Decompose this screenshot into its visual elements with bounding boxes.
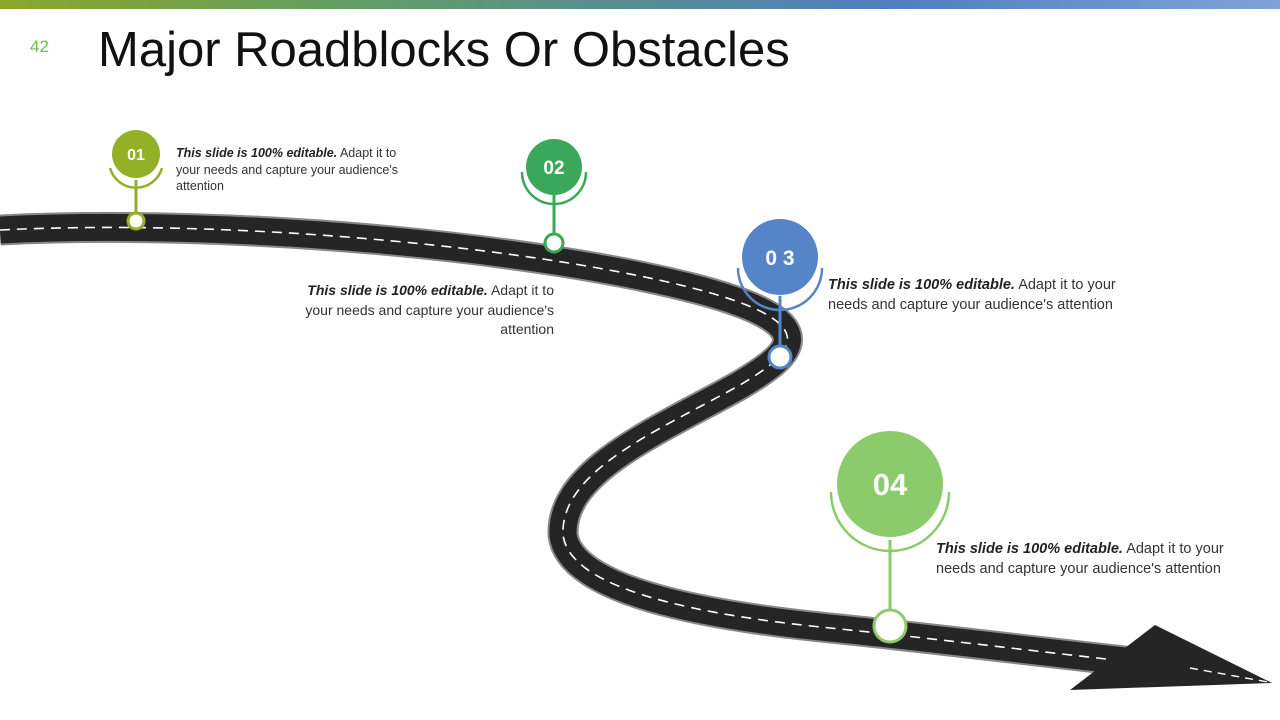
milestone-badge-04 [837, 431, 943, 537]
milestone-description-02: This slide is 100% editable. Adapt it to… [290, 281, 554, 340]
description-emphasis: This slide is 100% editable. [176, 146, 338, 160]
milestone-label-03: 0 3 [765, 247, 794, 270]
slide-number: 42 [30, 37, 49, 56]
milestone-pin-02 [543, 232, 565, 254]
description-emphasis: This slide is 100% editable. [307, 282, 488, 298]
milestone-pin-03 [767, 344, 793, 370]
milestone-marker-03[interactable]: 0 3 [736, 219, 824, 370]
description-text: Adapt it to your needs and capture your … [305, 282, 554, 337]
slide-title: Major Roadblocks Or Obstacles [98, 23, 790, 77]
description-text: Adapt it to your needs and capture your … [936, 541, 1224, 577]
milestone-badge-03 [742, 219, 818, 295]
milestone-badge-01 [112, 130, 160, 178]
description-emphasis: This slide is 100% editable. [828, 277, 1015, 293]
description-text: Adapt it to your needs and capture your … [828, 277, 1116, 313]
milestone-description-01: This slide is 100% editable. Adapt it to… [176, 145, 412, 195]
milestone-label-01: 01 [127, 147, 145, 164]
milestone-marker-02[interactable]: 02 [520, 139, 588, 254]
milestone-label-02: 02 [543, 158, 564, 179]
milestone-marker-01[interactable]: 01 [108, 130, 164, 231]
milestone-description-03: This slide is 100% editable. Adapt it to… [828, 276, 1116, 315]
description-emphasis: This slide is 100% editable. [936, 541, 1123, 557]
top-accent-bar [0, 0, 1280, 9]
milestone-badge-02 [526, 139, 582, 195]
milestone-label-04: 04 [873, 467, 908, 502]
milestone-marker-04[interactable]: 04 [829, 431, 951, 644]
milestone-description-04: This slide is 100% editable. Adapt it to… [936, 540, 1226, 579]
milestone-pin-04 [872, 608, 908, 644]
milestone-pin-01 [126, 211, 146, 231]
description-text: Adapt it to your needs and capture your … [176, 146, 398, 193]
